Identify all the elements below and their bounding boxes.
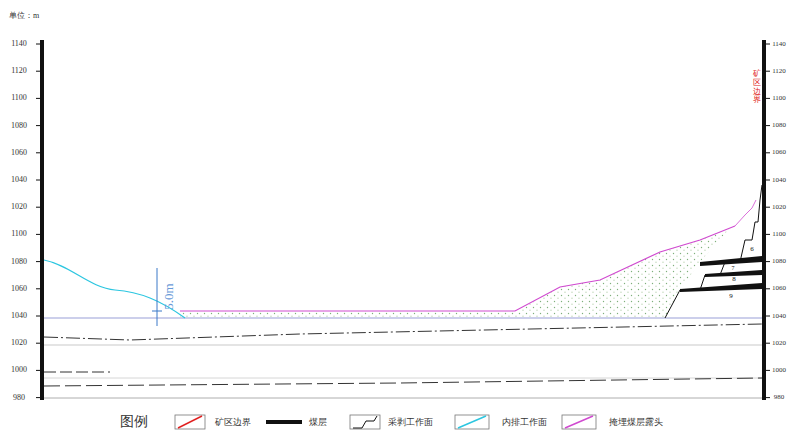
axis-value: 1040 (11, 176, 27, 184)
axis-value: 1060 (772, 285, 786, 292)
axis-value: 1020 (772, 340, 786, 347)
axis-value: 1080 (11, 122, 27, 130)
legend-text: 煤层 (309, 418, 327, 427)
axis-value: 1080 (772, 122, 786, 129)
axis-value: 1100 (11, 94, 27, 102)
axis-value: 1060 (11, 285, 27, 293)
axis-value: 1080 (772, 258, 786, 265)
axis-value: 1000 (772, 367, 786, 374)
axis-value: 980 (774, 394, 785, 401)
axis-value: 1120 (772, 68, 786, 75)
axis-value: 1140 (772, 41, 786, 48)
axis-value: 1040 (772, 313, 786, 320)
axis-value: 1140 (11, 40, 27, 48)
axis-value: 1000 (11, 366, 27, 374)
axis-value: 1100 (772, 95, 786, 102)
legend-text: 内排工作面 (502, 418, 547, 427)
dimension: 5.0m (162, 283, 175, 309)
legend-text: 采剥工作面 (388, 418, 433, 427)
axis-value: 1120 (11, 67, 27, 75)
axis-value: 1040 (772, 177, 786, 184)
seam-number: 9 (729, 293, 733, 300)
seam-number: 7 (732, 265, 735, 271)
seam-number: 6 (750, 246, 754, 253)
axis-value: 1040 (11, 312, 27, 320)
axis-value: 1060 (11, 149, 27, 157)
legend-title: 图例 (120, 415, 148, 429)
axis-value: 980 (13, 394, 25, 402)
legend-text: 矿区边界 (215, 418, 251, 427)
axis-value: 1020 (11, 203, 27, 211)
axis-value: 1100 (772, 231, 786, 238)
axis-value: 1020 (772, 204, 786, 211)
axis-value: 1100 (11, 230, 27, 238)
boundary-label: 矿区边界 (753, 70, 761, 105)
axis-value: 1060 (772, 149, 786, 156)
axis-value: 1080 (11, 258, 27, 266)
seam-number: 8 (732, 276, 736, 283)
legend-text: 掩埋煤层露头 (609, 418, 663, 427)
axis-value: 1020 (11, 339, 27, 347)
unit-note: 单位：m (9, 12, 39, 20)
